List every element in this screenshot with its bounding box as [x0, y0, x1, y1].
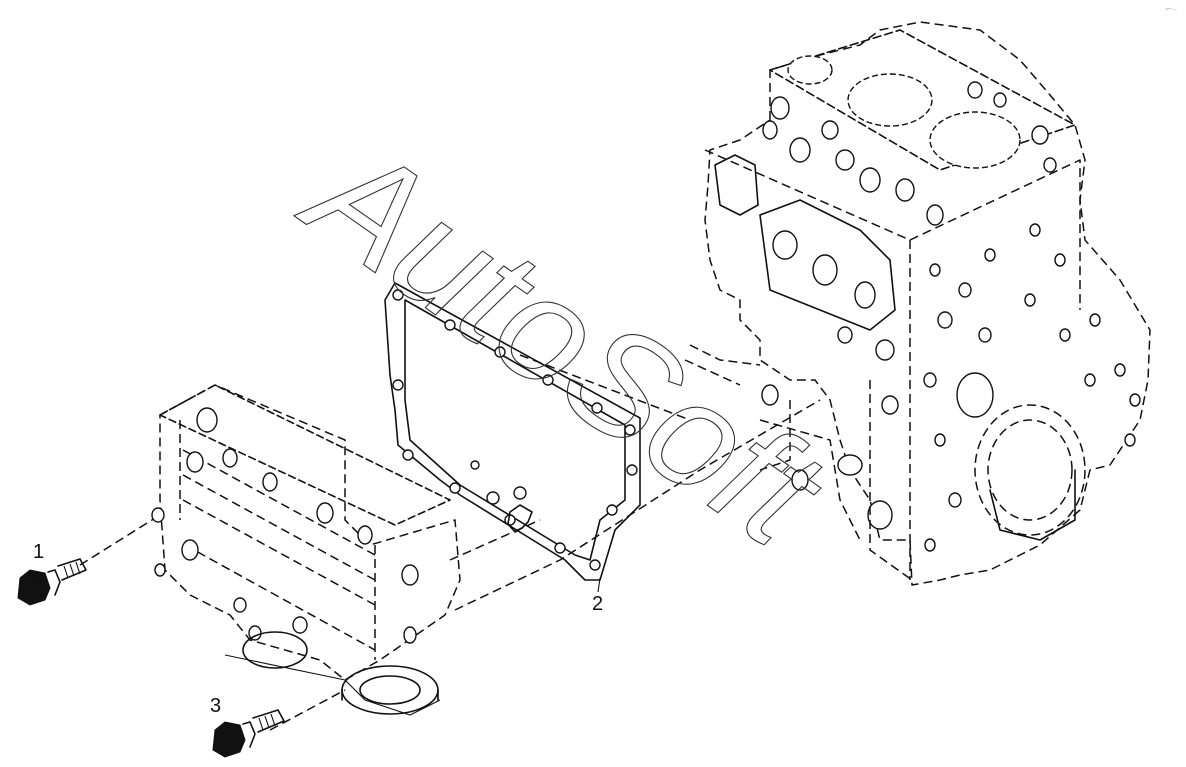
callout-3: 3	[210, 695, 221, 717]
callout-2: 2	[592, 593, 603, 615]
oil-cooler-assembly	[151, 384, 461, 716]
gasket-holes	[392, 289, 638, 571]
cooler-bosses	[151, 407, 419, 644]
gasket-part-2	[384, 282, 641, 581]
bolt-part-3	[212, 709, 285, 758]
corner-mark: ⌐–	[1165, 5, 1178, 15]
alignment-lines	[79, 354, 821, 731]
engine-block	[684, 21, 1151, 586]
callout-1: 1	[33, 541, 44, 563]
callout-leader-2	[597, 577, 601, 593]
front-face-holes	[923, 223, 1141, 552]
deck-holes	[762, 81, 1057, 226]
bolt-part-1	[17, 558, 87, 606]
watermark: AutoSoft	[275, 104, 854, 579]
